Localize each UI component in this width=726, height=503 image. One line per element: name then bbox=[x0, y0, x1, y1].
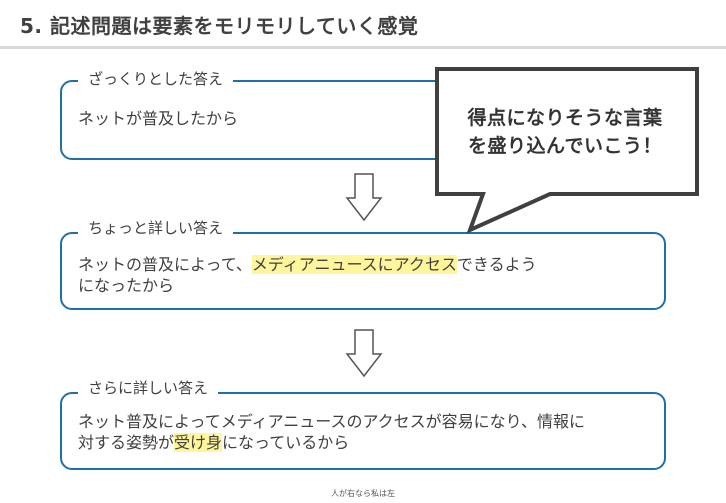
down-arrow-icon bbox=[345, 329, 383, 378]
answer-box-rough-text: ネットが普及したから bbox=[78, 108, 238, 129]
title-divider bbox=[0, 46, 726, 49]
down-arrow-icon bbox=[345, 173, 383, 222]
answer-box-more-detailed-text: ネット普及によってメディアニュースのアクセスが容易になり、情報に 対する姿勢が受… bbox=[78, 411, 585, 453]
answer-box-detailed-text: ネットの普及によって、メディアニュースにアクセスできるよう になったから bbox=[78, 254, 537, 296]
answer-text-line1: ネットの普及によって、メディアニュースにアクセスできるよう bbox=[78, 255, 537, 274]
slide-title: 5. 記述問題は要素をモリモリしていく感覚 bbox=[20, 14, 419, 38]
answer-text-line1: ネット普及によってメディアニュースのアクセスが容易になり、情報に bbox=[78, 412, 586, 431]
keyword-highlight: 受け身 bbox=[174, 433, 223, 452]
answer-text-line1: ネットが普及したから bbox=[78, 109, 239, 128]
callout-line2: を盛り込んでいこう！ bbox=[467, 135, 663, 157]
footer-text: 人が右なら私は左 bbox=[331, 489, 395, 498]
answer-box-detailed-label: ちょっと詳しい答え bbox=[78, 219, 234, 237]
answer-text-line2: になったから bbox=[78, 276, 175, 295]
answer-box-more-detailed bbox=[60, 392, 666, 470]
answer-text-line2: 対する姿勢が受け身になっているから bbox=[78, 433, 350, 452]
answer-box-more-detailed-label: さらに詳しい答え bbox=[78, 379, 219, 397]
callout-text: 得点になりそうな言葉 を盛り込んでいこう！ bbox=[440, 104, 690, 160]
keyword-highlight: メディアニュースにアクセス bbox=[251, 255, 457, 274]
answer-box-rough-label: ざっくりとした答え bbox=[78, 70, 234, 88]
callout-line1: 得点になりそうな言葉 bbox=[467, 107, 663, 129]
